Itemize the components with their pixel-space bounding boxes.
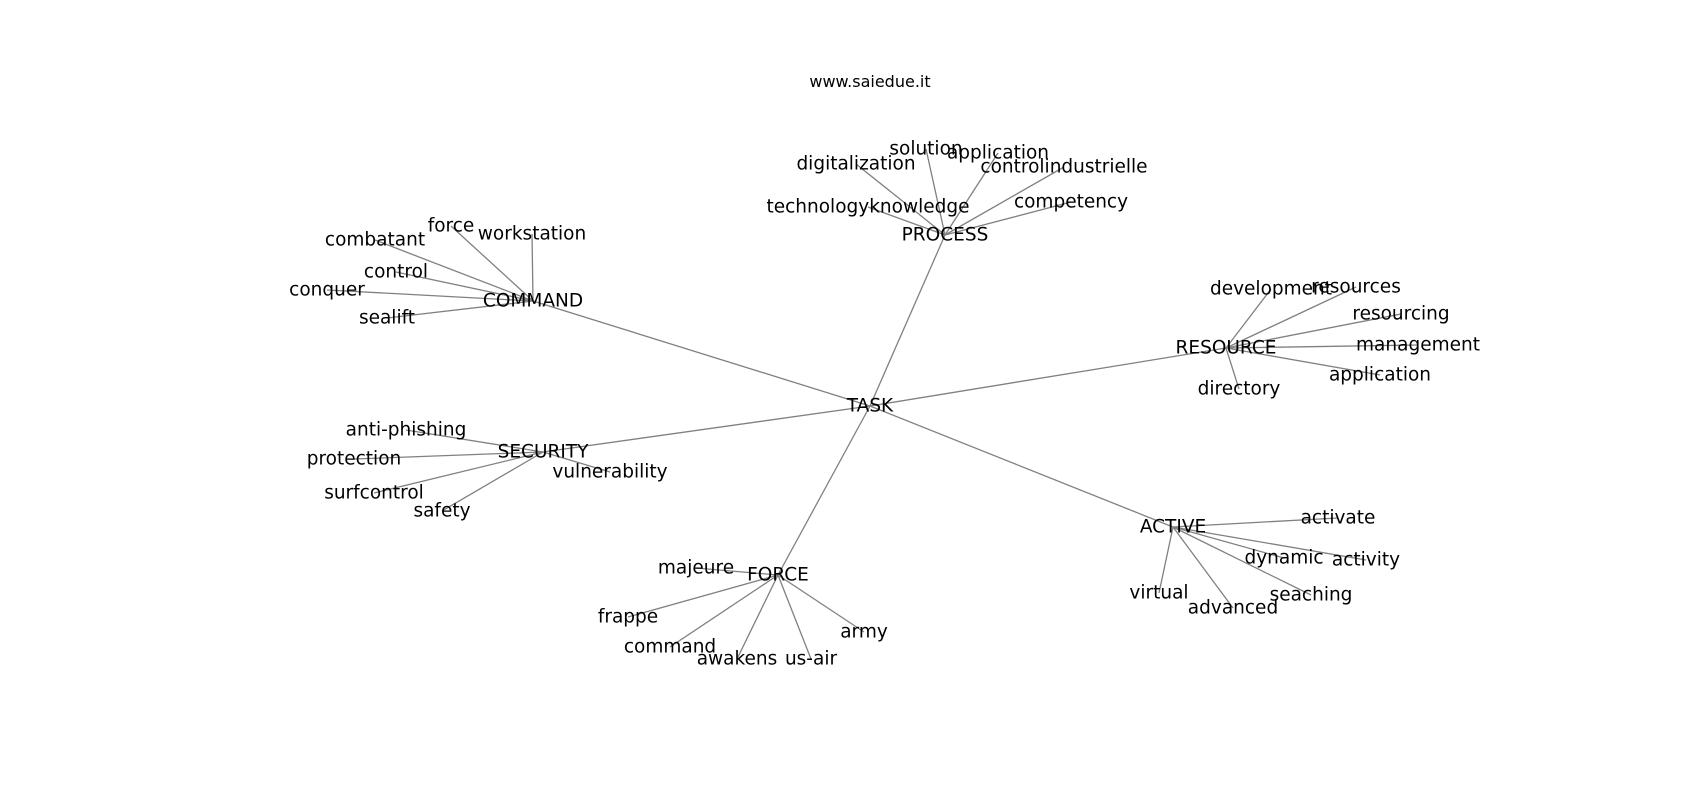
edge-security-protection [353,451,544,460]
edge-process-technologyknowledge [867,206,946,236]
edge-active-activate [1172,517,1339,528]
edge-security-safety [441,451,544,512]
edge-process-controlindustrielle [944,166,1065,236]
node-term-resource-resources: resources [1311,277,1401,298]
edge-security-vulnerability [542,451,611,473]
node-term-active-virtual: virtual [1129,583,1188,604]
edge-resource-application [1225,347,1381,376]
node-term-resource-resourcing: resourcing [1352,304,1449,325]
node-term-process-controlindustrielle: controlindustrielle [980,157,1147,178]
node-term-security-anti-phishing: anti-phishing [346,420,467,441]
node-term-active-advanced: advanced [1188,598,1278,619]
edge-security-surfcontrol [373,451,544,494]
node-term-security-surfcontrol: surfcontrol [324,483,424,504]
edge-root-resource [869,347,1227,407]
edge-force-majeure [695,567,779,576]
node-term-resource-development: development [1210,279,1332,300]
node-hub-resource: RESOURCE [1176,338,1277,359]
node-term-command-force: force [428,216,475,237]
edge-force-frappe [627,574,779,618]
edge-force-awakens [736,574,779,660]
node-term-active-activity: activity [1332,550,1400,571]
node-term-force-frappe: frappe [598,607,658,628]
edge-security-anti-phishing [405,429,544,453]
node-term-force-army: army [840,622,888,643]
edge-active-activity [1172,526,1367,561]
edge-root-force [777,405,871,576]
edge-command-conquer [326,289,534,302]
node-term-command-combatant: combatant [325,230,425,251]
node-hub-active: ACTIVE [1140,517,1206,538]
node-term-resource-directory: directory [1198,379,1281,400]
node-term-process-technologyknowledge: technologyknowledge [766,197,969,218]
edge-resource-resourcing [1225,313,1402,349]
node-hub-security: SECURITY [498,442,590,463]
edge-resource-development [1225,288,1272,349]
node-term-command-workstation: workstation [478,224,586,245]
edge-process-application [944,152,999,236]
node-term-security-safety: safety [413,501,470,522]
edge-command-control [395,271,534,302]
node-term-active-dynamic: dynamic [1244,548,1323,569]
edge-active-advanced [1172,526,1234,609]
edge-process-solution [925,148,946,236]
node-root-task: TASK [846,396,894,417]
edge-command-sealift [386,300,534,319]
node-term-force-us-air: us-air [785,649,838,670]
edge-resource-resources [1225,286,1357,349]
graph-edges [326,148,1419,660]
node-term-force-majeure: majeure [658,558,734,579]
edge-root-security [542,405,871,453]
node-hub-process: PROCESS [902,225,989,246]
edge-process-competency [944,201,1072,236]
edge-command-force [450,225,534,302]
edge-force-command [669,574,779,648]
node-term-command-sealift: sealift [359,308,415,329]
edge-root-process [869,234,946,407]
node-term-security-protection: protection [307,449,402,470]
edge-process-digitalization [855,163,946,236]
edge-active-seaching [1172,526,1312,596]
node-term-force-awakens: awakens [697,649,778,670]
site-label: www.saiedue.it [809,72,930,91]
node-term-active-seaching: seaching [1270,585,1353,606]
node-term-resource-application: application [1329,365,1431,386]
node-term-process-solution: solution [889,139,962,160]
node-hub-force: FORCE [747,565,809,586]
edge-resource-management [1225,344,1419,349]
node-term-command-conquer: conquer [289,280,365,301]
node-term-process-digitalization: digitalization [796,154,915,175]
edge-command-workstation [531,233,534,302]
node-term-command-control: control [364,262,428,283]
node-term-resource-management: management [1356,335,1480,356]
edge-command-combatant [374,239,534,302]
edge-root-command [532,300,871,407]
edge-active-virtual [1158,526,1174,594]
node-term-security-vulnerability: vulnerability [552,462,667,483]
edge-force-army [777,574,865,633]
node-term-active-activate: activate [1301,508,1376,529]
graph-labels: TASKPROCESSsolutionapplicationdigitaliza… [289,139,1480,670]
edge-root-active [869,405,1174,528]
edge-resource-directory [1225,347,1240,390]
node-term-process-application: application [947,143,1049,164]
node-term-process-competency: competency [1014,192,1128,213]
edge-active-dynamic [1172,526,1285,559]
node-term-force-command: command [624,637,716,658]
node-hub-command: COMMAND [483,291,583,312]
edge-force-us-air [777,574,812,660]
